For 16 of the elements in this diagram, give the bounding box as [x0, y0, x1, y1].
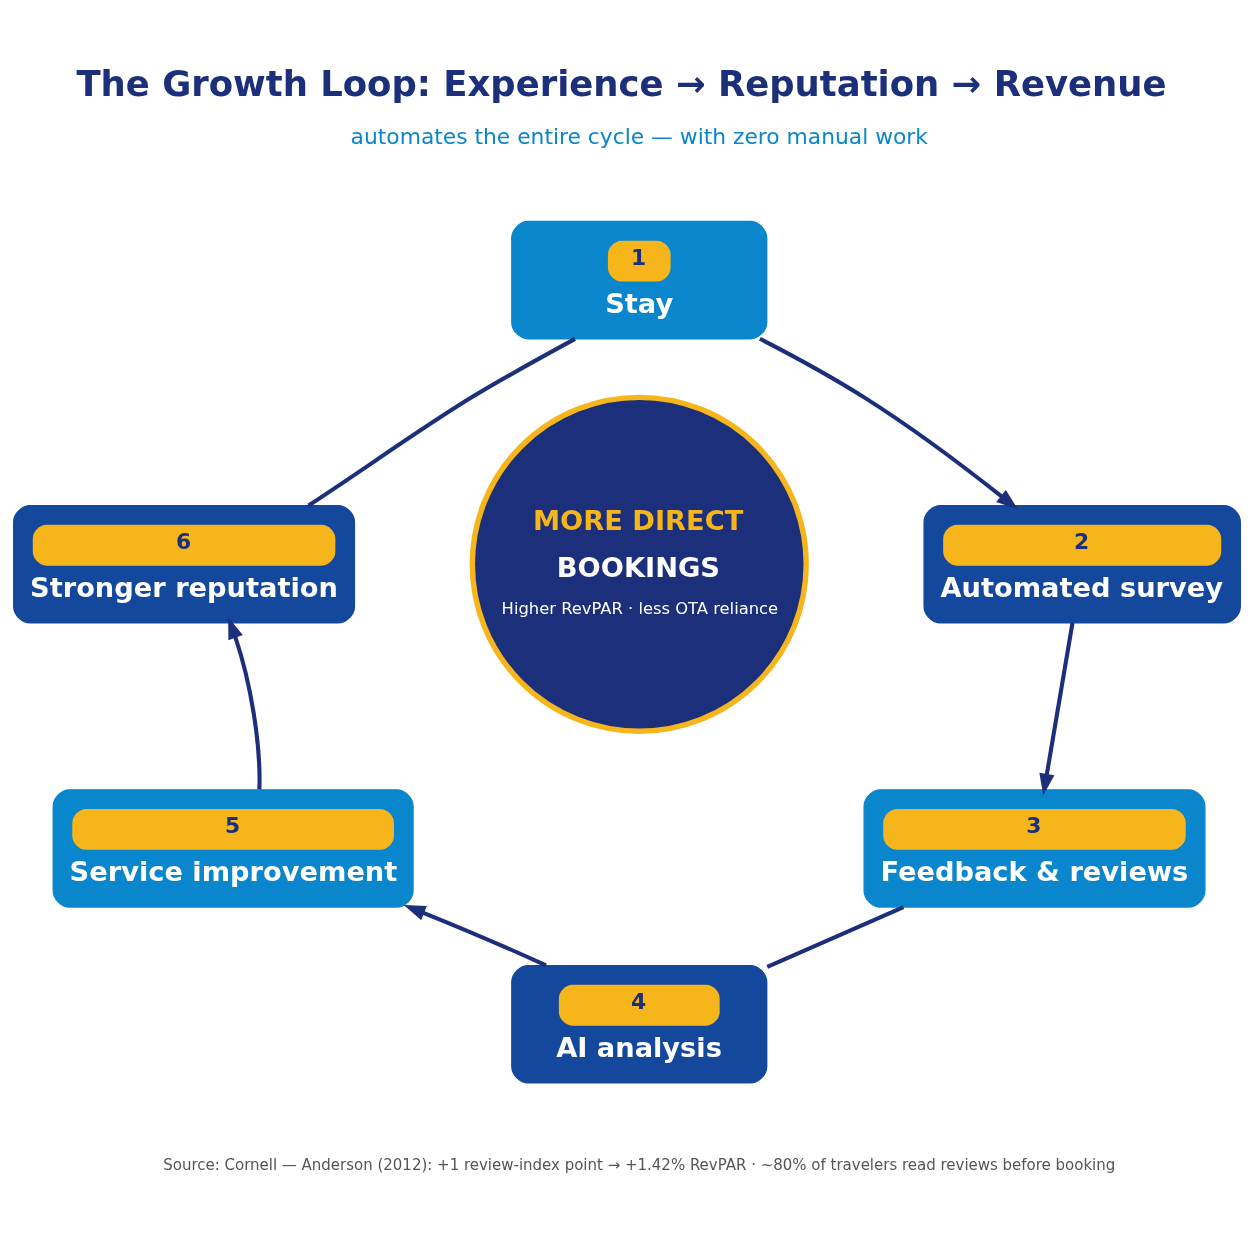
label: automates the entire cycle — with zero manual work: [350, 123, 928, 149]
node-circle: MORE DIRECT BOOKINGS Higher RevPAR · less OTA reliance: [469, 394, 809, 734]
node-box: 5 Service improvement: [52, 789, 414, 908]
arrow: [758, 336, 1019, 510]
connector: [766, 905, 905, 969]
node-box: 6 Stronger reputation: [13, 505, 356, 624]
diagram-title: The Growth Loop: Experience → Reputation → Revenue: [76, 62, 1167, 104]
node-box: 1 Stay: [511, 220, 768, 340]
node-box: 4 AI analysis: [511, 965, 768, 1084]
node-box: 3 Feedback & reviews: [863, 789, 1206, 908]
arrow: [403, 904, 547, 968]
arrow: [228, 617, 262, 790]
arrow: [1039, 622, 1075, 796]
label: Source: Cornell — Anderson (2012): +1 review-index point → +1.42% RevPAR · ~80% of travelers read reviews before booking: [163, 1155, 1116, 1174]
connector: [307, 337, 576, 508]
node-box: 2 Automated survey: [923, 505, 1241, 624]
